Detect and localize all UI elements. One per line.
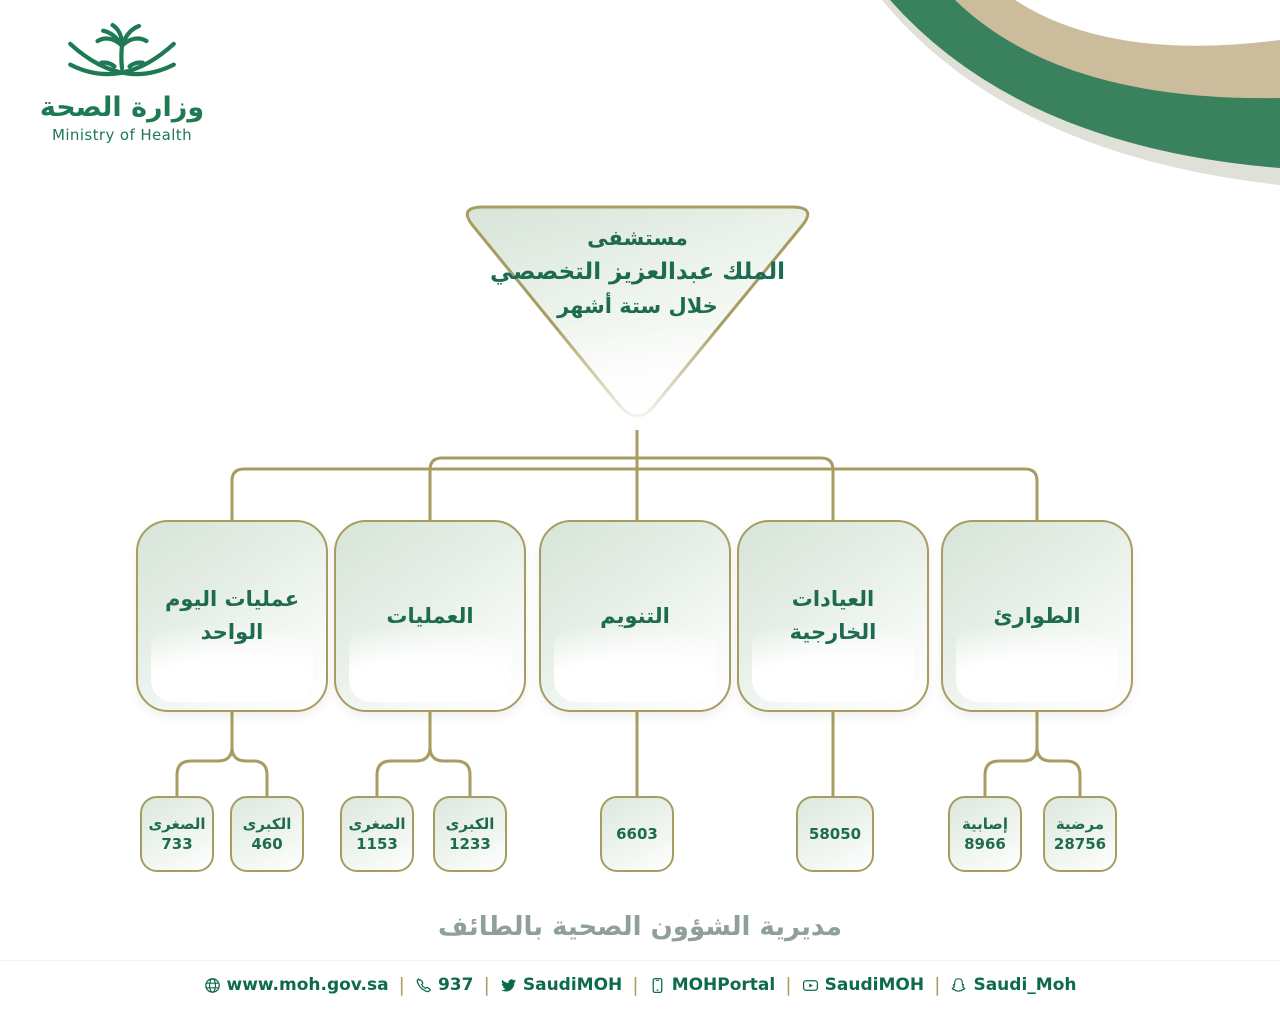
stat-label: إصابية [961, 815, 1009, 833]
mobile-app-icon [652, 977, 663, 993]
footer-divider [0, 960, 1280, 961]
youtube-icon [802, 979, 818, 991]
separator: | [632, 974, 639, 996]
stat-value: 6603 [616, 825, 658, 843]
root-node-triangle [465, 205, 810, 430]
category-label: الطوارئ [993, 603, 1081, 628]
moh-logo: وزارة الصحة Ministry of Health [22, 10, 222, 144]
corner-ribbon-graphic [882, 0, 1280, 185]
footer-snapchat: Saudi_Moh [950, 975, 1076, 995]
category-box-inpatient: التنويم [539, 520, 731, 712]
stat-box-inpatient-total: 6603 [600, 796, 674, 872]
stat-box-minor-day-surgeries: الصغرى 733 [140, 796, 214, 872]
stat-value: 1153 [356, 835, 398, 853]
separator: | [785, 974, 792, 996]
phone-icon [416, 977, 431, 992]
footer-moh-portal: MOHPortal [649, 975, 776, 995]
stat-box-emergency-illness: مرضية 28756 [1043, 796, 1117, 872]
root-node-text: مستشفى الملك عبدالعزيز التخصصي خلال ستة … [455, 226, 820, 318]
twitter-icon [500, 978, 516, 992]
footer-website-label: www.moh.gov.sa [226, 975, 389, 995]
stat-value: 58050 [808, 825, 862, 843]
stat-box-major-operations: الكبرى 1233 [433, 796, 507, 872]
logo-subtitle: Ministry of Health [52, 126, 192, 144]
globe-icon [204, 977, 220, 993]
category-box-one-day-surgeries: عمليات اليوم الواحد [136, 520, 328, 712]
stat-label: الكبرى [242, 815, 292, 833]
footer-twitter: SaudiMOH [500, 975, 622, 995]
footer-youtube-label: SaudiMOH [824, 975, 925, 995]
snapchat-icon [952, 977, 966, 992]
category-label: العمليات [386, 603, 474, 628]
category-label: العيادات الخارجية [789, 587, 877, 644]
category-label: عمليات اليوم الواحد [164, 587, 300, 644]
footer-twitter-label: SaudiMOH [522, 975, 623, 995]
footer-contact-bar: www.moh.gov.sa | 937 | SaudiMOH | MOHPor… [0, 968, 1280, 1002]
stat-label: مرضية [1055, 815, 1105, 833]
footer-phone-label: 937 [437, 975, 474, 995]
footer-moh-portal-label: MOHPortal [671, 975, 776, 995]
category-box-outpatient-clinics: العيادات الخارجية [737, 520, 929, 712]
root-line-3: خلال ستة أشهر [557, 294, 718, 318]
root-line-2: الملك عبدالعزيز التخصصي [490, 259, 785, 285]
root-line-1: مستشفى [587, 226, 688, 250]
category-box-emergency: الطوارئ [941, 520, 1133, 712]
stat-value: 8966 [964, 835, 1006, 853]
logo-title: وزارة الصحة [39, 92, 205, 123]
stat-value: 1233 [449, 835, 491, 853]
separator: | [398, 974, 405, 996]
separator: | [483, 974, 490, 996]
stat-value: 28756 [1053, 835, 1107, 853]
stat-value: 733 [161, 835, 193, 853]
footer-youtube: SaudiMOH [802, 975, 924, 995]
stat-label: الصغرى [148, 815, 206, 833]
footer-snapchat-label: Saudi_Moh [973, 975, 1077, 995]
category-box-operations: العمليات [334, 520, 526, 712]
stat-label: الصغرى [348, 815, 406, 833]
palm-swords-emblem-icon [68, 22, 176, 77]
stat-box-emergency-injury: إصابية 8966 [948, 796, 1022, 872]
stat-box-outpatient-total: 58050 [796, 796, 874, 872]
separator: | [934, 974, 941, 996]
stat-box-minor-operations: الصغرى 1153 [340, 796, 414, 872]
source-title: مديرية الشؤون الصحية بالطائف [437, 912, 843, 942]
stat-label: الكبرى [445, 815, 495, 833]
stat-box-major-day-surgeries: الكبرى 460 [230, 796, 304, 872]
category-label: التنويم [600, 603, 670, 628]
footer-phone: 937 [415, 975, 474, 995]
stat-value: 460 [251, 835, 283, 853]
footer-website: www.moh.gov.sa [204, 975, 389, 995]
